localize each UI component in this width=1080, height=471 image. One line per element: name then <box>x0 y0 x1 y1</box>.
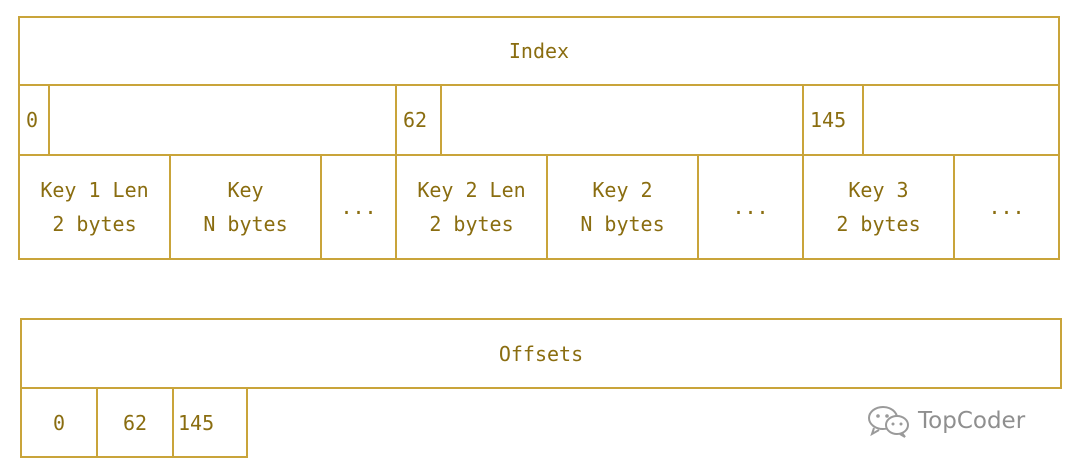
entry-line: Key 2 Len <box>417 178 526 202</box>
entry-line: Key 3 <box>848 178 909 202</box>
entry-key1: Key N bytes <box>169 154 322 260</box>
offset-marker-145: 145 <box>802 84 864 156</box>
offset-marker-label: 62 <box>403 108 428 132</box>
offset-marker-62: 62 <box>395 84 442 156</box>
entry-line: Key 1 Len <box>40 178 149 202</box>
offset-marker-spacer <box>48 84 397 156</box>
watermark: TopCoder <box>866 404 1025 438</box>
wechat-icon <box>866 404 912 438</box>
entry-line: 2 bytes <box>836 212 921 236</box>
entry-line: 2 bytes <box>52 212 137 236</box>
entry-key1-len: Key 1 Len 2 bytes <box>18 154 171 260</box>
offsets-title-cell: Offsets <box>20 318 1062 389</box>
entry-line: Key 2 <box>592 178 653 202</box>
offsets-value-cell: 145 <box>172 387 248 458</box>
offset-marker-spacer <box>440 84 804 156</box>
entry-ellipsis: ... <box>320 154 397 260</box>
entry-line: N bytes <box>580 212 665 236</box>
entry-line: ... <box>340 195 377 219</box>
entry-key2-len: Key 2 Len 2 bytes <box>395 154 548 260</box>
entry-line: Key <box>227 178 264 202</box>
index-title-cell: Index <box>18 16 1060 86</box>
offsets-value-cell: 62 <box>96 387 174 458</box>
offsets-value: 62 <box>122 410 148 435</box>
offset-marker-0: 0 <box>18 84 50 156</box>
entry-key2: Key 2 N bytes <box>546 154 699 260</box>
entry-line: N bytes <box>203 212 288 236</box>
offsets-value-cell: 0 <box>20 387 98 458</box>
entry-line: ... <box>988 195 1025 219</box>
offset-marker-label: 145 <box>810 108 847 132</box>
index-title: Index <box>508 39 570 63</box>
offset-marker-label: 0 <box>26 108 39 132</box>
offset-marker-spacer <box>862 84 1060 156</box>
entry-ellipsis: ... <box>697 154 804 260</box>
entry-line: ... <box>732 195 769 219</box>
watermark-text: TopCoder <box>918 408 1026 434</box>
entry-line: 2 bytes <box>429 212 514 236</box>
offsets-value: 0 <box>52 410 66 435</box>
entry-ellipsis: ... <box>953 154 1060 260</box>
entry-key3: Key 3 2 bytes <box>802 154 955 260</box>
offsets-value: 145 <box>178 410 215 435</box>
offsets-title: Offsets <box>498 341 584 366</box>
